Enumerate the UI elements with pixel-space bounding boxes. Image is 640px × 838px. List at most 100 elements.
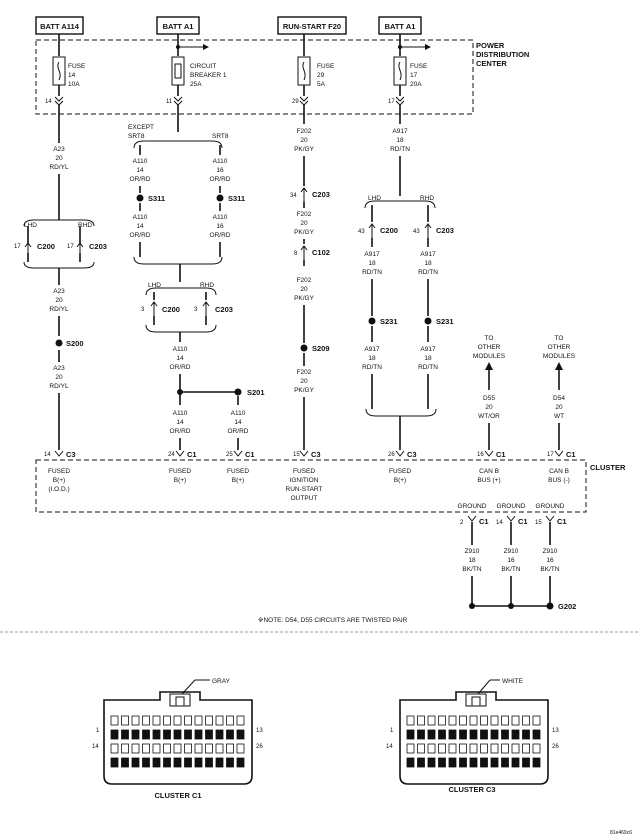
svg-text:20: 20 (300, 220, 308, 227)
pin-cavity (438, 743, 446, 754)
svg-text:RD/TN: RD/TN (362, 269, 382, 276)
svg-text:S231: S231 (436, 317, 454, 326)
pin-cavity (511, 743, 520, 754)
connector-c200-col4: 43 C200 (358, 223, 398, 238)
svg-text:3: 3 (141, 307, 145, 313)
svg-text:S311: S311 (148, 194, 165, 203)
svg-text:RD/YL: RD/YL (49, 164, 69, 171)
pin-cavity (490, 715, 499, 726)
svg-text:RHD: RHD (420, 195, 434, 202)
pin-cavity (173, 757, 182, 768)
pin-cavity (501, 743, 509, 754)
pin-cavity (501, 715, 509, 726)
cluster-pin-26-c3: 26 C3 (388, 450, 417, 459)
pin-cavity (121, 757, 129, 768)
pdc-bus-arrow-right (398, 44, 431, 50)
svg-text:GROUND: GROUND (458, 503, 487, 510)
svg-text:17: 17 (388, 99, 395, 105)
splice-s231-left: S231 (368, 317, 398, 326)
svg-text:LHD: LHD (368, 195, 381, 202)
svg-text:S201: S201 (247, 388, 265, 397)
svg-text:A23: A23 (53, 365, 65, 372)
pin-cavity (511, 715, 520, 726)
wire-a110-14-left: A110 14 OR/RD (170, 410, 191, 435)
pin-cavity (131, 715, 140, 726)
svg-text:A110: A110 (173, 346, 188, 353)
pin-cavity (480, 757, 488, 768)
splice-s311-left: S311 (136, 194, 165, 203)
source-batt-a114: BATT A114 (35, 16, 84, 35)
wire-a23-bottom: A23 20 RD/YL (49, 365, 69, 390)
source-batt-a1-right: BATT A1 (378, 16, 422, 35)
svg-text:POWER: POWER (476, 41, 505, 50)
svg-text:FUSED: FUSED (48, 468, 70, 475)
pin-cavity (448, 715, 457, 726)
pin-cavity (184, 757, 192, 768)
wire-a110-16-top: A110 16 OR/RD (210, 158, 231, 183)
wire-a917-lhd-1: A917 18 RD/TN (362, 251, 382, 276)
svg-text:B(+): B(+) (174, 477, 186, 484)
svg-text:A110: A110 (231, 410, 246, 417)
svg-text:24: 24 (168, 452, 175, 458)
pin-cavity (236, 743, 245, 754)
wire-a110-14-right: A110 14 OR/RD (228, 410, 249, 435)
pin-cavity (417, 757, 425, 768)
svg-text:A23: A23 (53, 146, 65, 153)
pin-cavity (163, 729, 171, 740)
svg-text:A110: A110 (213, 158, 228, 165)
svg-text:C203: C203 (436, 226, 454, 235)
wire-a23-mid: A23 20 RD/YL (49, 288, 69, 313)
pin-cavity (406, 743, 415, 754)
wire-d55: D55 20 WT/OR (478, 395, 500, 420)
svg-text:15: 15 (293, 452, 300, 458)
cluster-canb-plus: CAN B BUS (+) (477, 468, 500, 484)
svg-text:C3: C3 (311, 450, 321, 459)
ground-g202: G202 (546, 602, 576, 611)
twisted-pair-note: ※NOTE: D54, D55 CIRCUITS ARE TWISTED PAI… (258, 617, 408, 624)
cluster-pin-24-c1: 24 C1 (168, 450, 197, 459)
svg-text:C102: C102 (312, 248, 330, 257)
svg-text:20: 20 (55, 155, 63, 162)
fuse-17: FUSE 17 20A 17 (388, 56, 428, 105)
figure-id: 81e469c6 (610, 830, 632, 836)
svg-text:RHD: RHD (78, 222, 92, 229)
pin-cavity (173, 729, 182, 740)
svg-text:13: 13 (552, 728, 559, 734)
svg-text:RD/TN: RD/TN (418, 364, 438, 371)
svg-text:BUS (+): BUS (+) (477, 477, 500, 484)
pin-cavity (142, 757, 150, 768)
pin-cavity (427, 729, 436, 740)
svg-text:OR/RD: OR/RD (228, 428, 249, 435)
pin-cavity (490, 729, 499, 740)
svg-text:43: 43 (413, 229, 420, 235)
pin-cavity (427, 757, 436, 768)
cluster-fused-ignition: FUSED IGNITION RUN-START OUTPUT (286, 468, 323, 502)
svg-text:FUSED: FUSED (169, 468, 191, 475)
svg-text:F202: F202 (297, 277, 312, 284)
svg-text:SRT8: SRT8 (212, 133, 229, 140)
pin-cavity (469, 743, 478, 754)
pin-cavity (215, 729, 224, 740)
connector-c200-col2: 3 C200 (141, 301, 180, 316)
svg-text:S209: S209 (312, 344, 330, 353)
pin-cavity (163, 715, 171, 726)
source-batt-a1-left: BATT A1 (156, 16, 200, 35)
pin-cavity (480, 715, 488, 726)
svg-text:16: 16 (477, 452, 484, 458)
svg-text:16: 16 (546, 557, 554, 564)
svg-text:FUSED: FUSED (227, 468, 249, 475)
svg-text:14: 14 (136, 167, 144, 174)
svg-text:A917: A917 (392, 128, 408, 135)
cluster-pin-17-c1: 17 C1 (547, 450, 576, 459)
svg-text:B(+): B(+) (53, 477, 65, 484)
pin-cavity (226, 715, 234, 726)
cluster-title: CLUSTER (590, 463, 626, 472)
svg-text:C203: C203 (89, 242, 107, 251)
ground-pin-14-c1: 14 C1 (496, 515, 528, 526)
pin-cavity (226, 743, 234, 754)
svg-text:26: 26 (388, 452, 395, 458)
pin-cavity (427, 715, 436, 726)
svg-text:14: 14 (176, 419, 184, 426)
svg-text:RD/TN: RD/TN (418, 269, 438, 276)
pin-cavity (215, 715, 224, 726)
